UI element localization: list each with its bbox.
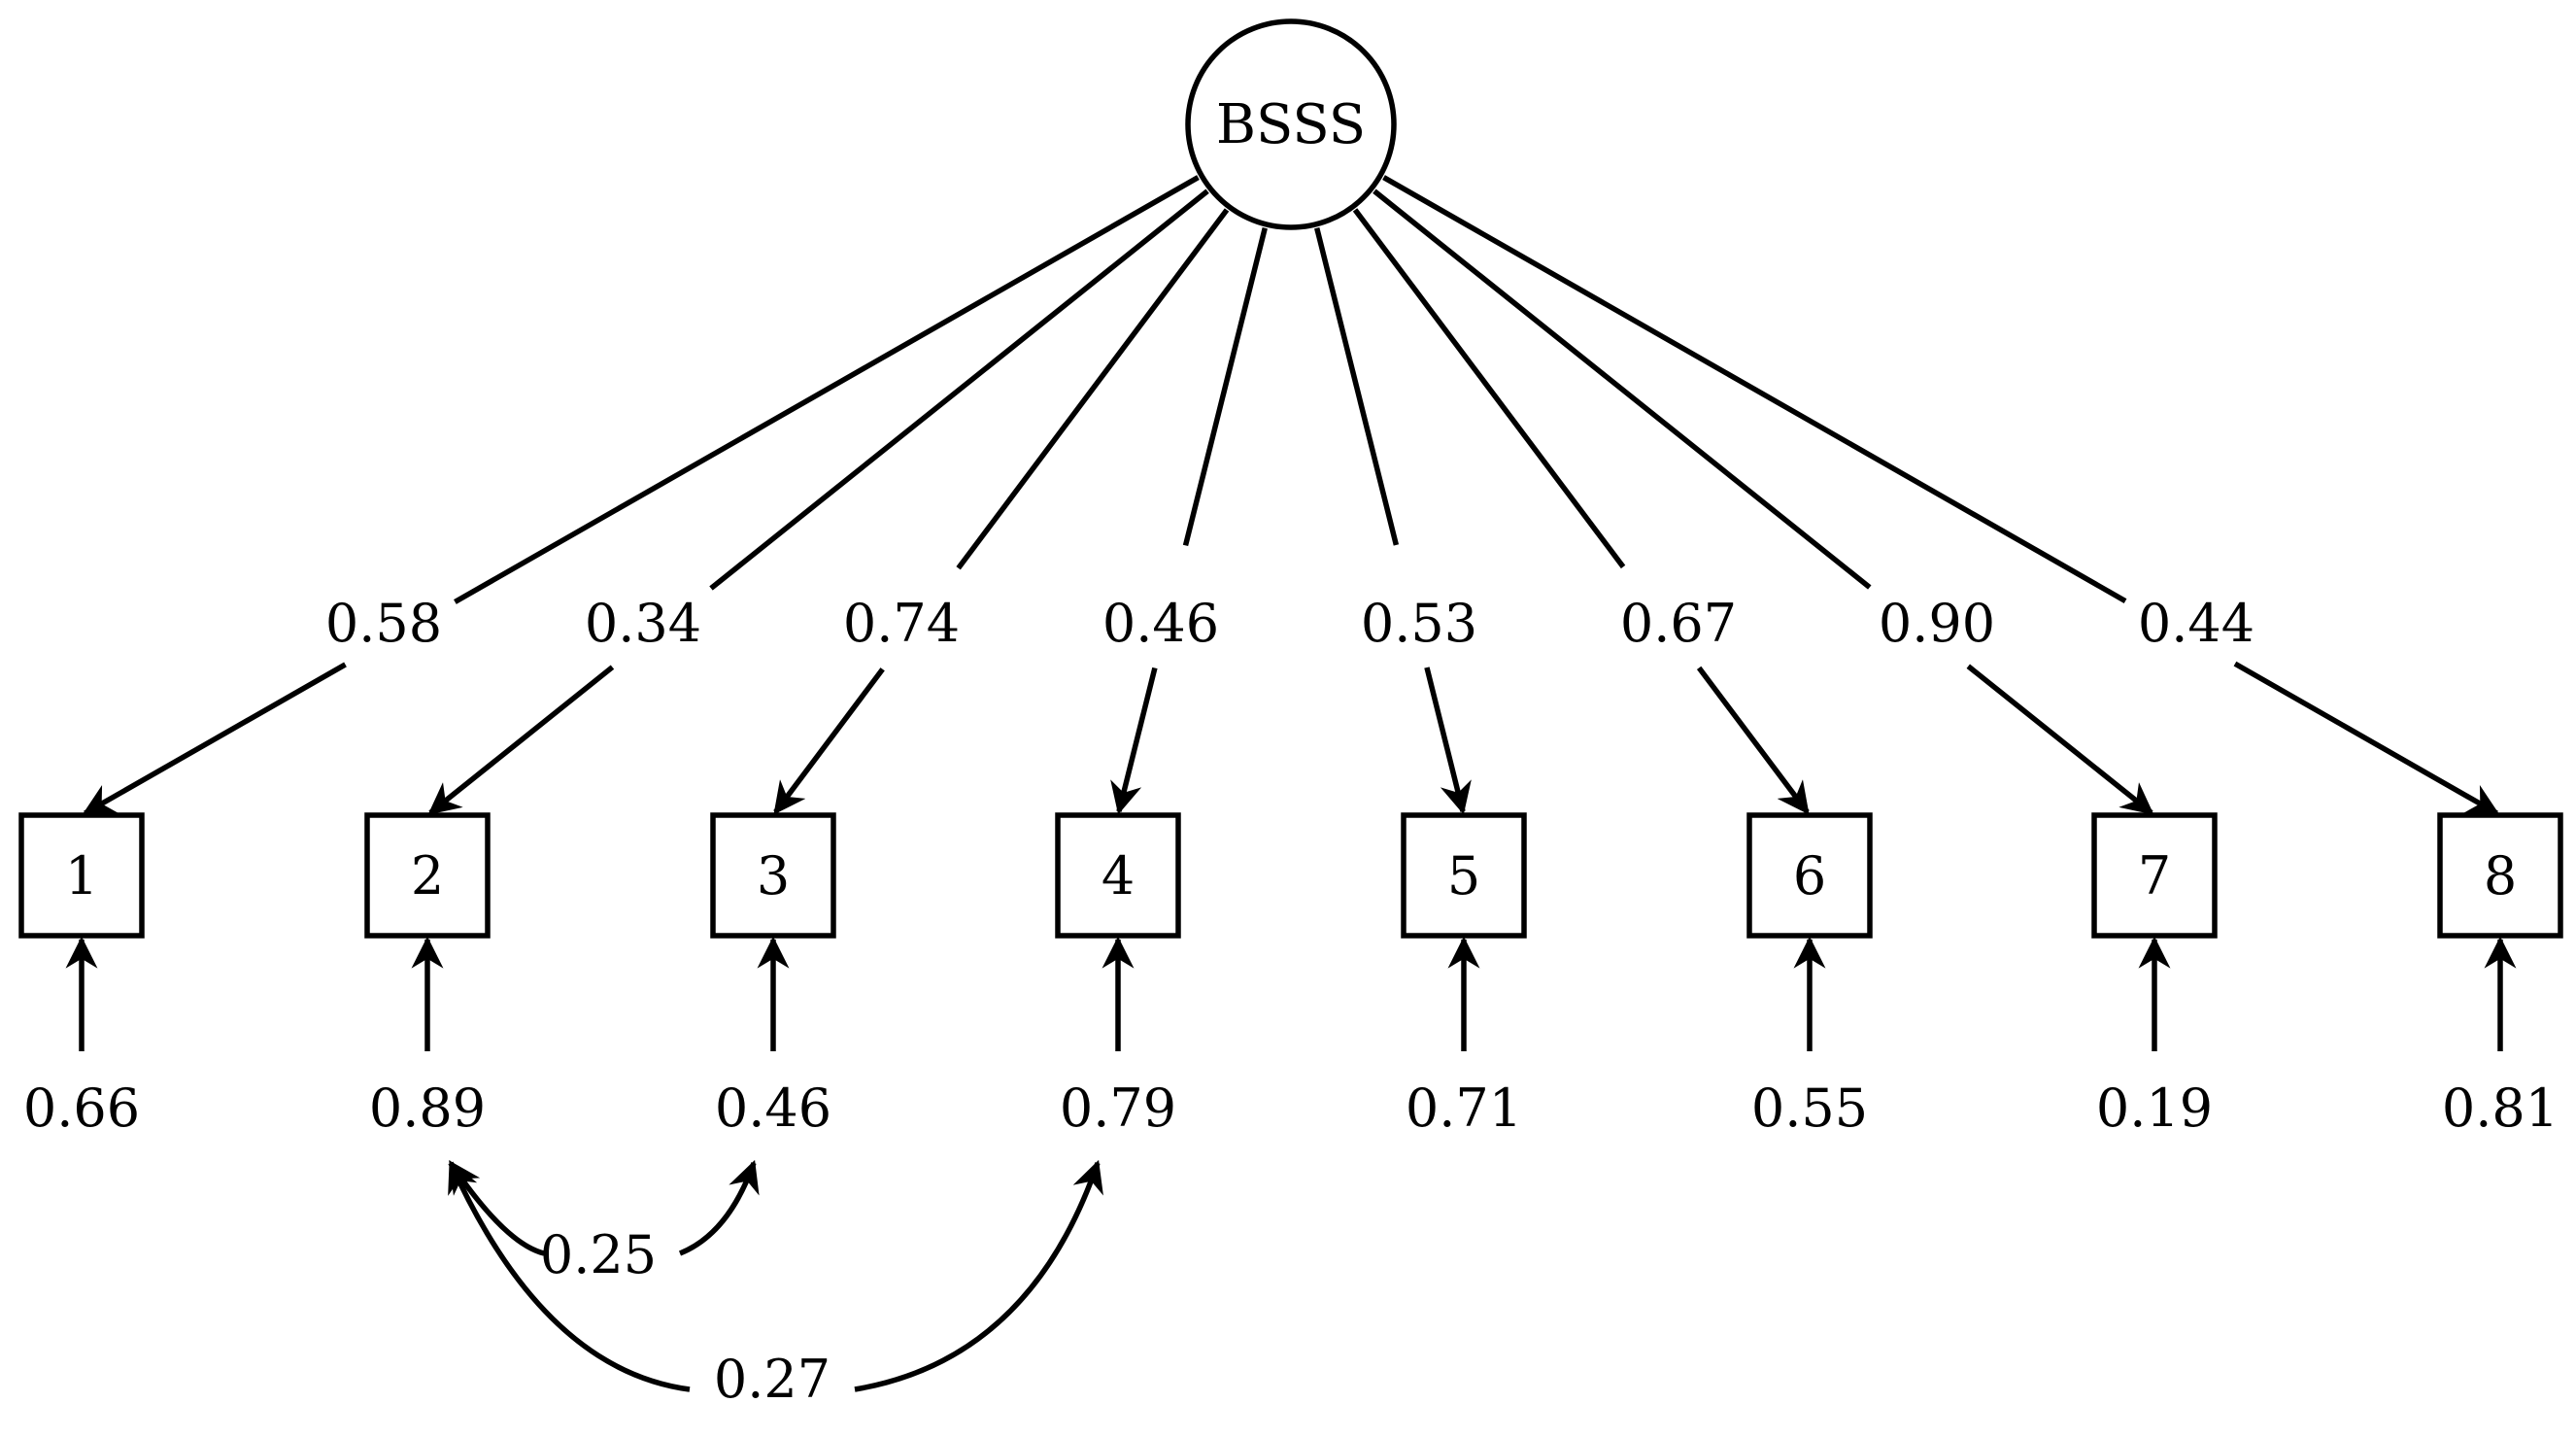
loading-path-2-upper (709, 188, 1209, 591)
indicator-box (364, 812, 491, 939)
error-label-7: 0.19 (2096, 1078, 2213, 1139)
indicator-node-3: 3 (710, 812, 836, 939)
indicator-box (18, 812, 145, 939)
error-label-3: 0.46 (715, 1078, 831, 1139)
loading-label-7: 0.90 (1879, 593, 1995, 654)
error-label-2: 0.89 (369, 1078, 486, 1139)
loading-path-3-upper (956, 208, 1230, 570)
covariance-arc-left (448, 1160, 545, 1256)
indicator-node-6: 6 (1746, 812, 1873, 939)
loading-path-6-arrow (1696, 666, 1810, 815)
indicator-label: 8 (2484, 845, 2517, 907)
loading-path-1-arrow (82, 662, 347, 816)
indicator-node-4: 4 (1055, 812, 1181, 939)
indicator-box (2437, 812, 2563, 939)
covariance-arc-right (678, 1159, 760, 1256)
indicator-node-5: 5 (1401, 812, 1527, 939)
indicator-label: 4 (1102, 845, 1135, 907)
error-label-5: 0.71 (1406, 1078, 1522, 1139)
indicator-label: 3 (757, 845, 790, 907)
covariance-arc-right (854, 1159, 1103, 1392)
loading-label-8: 0.44 (2138, 593, 2254, 654)
indicator-box (1746, 812, 1873, 939)
indicator-node-7: 7 (2091, 812, 2218, 939)
loading-path-7-arrow (1966, 664, 2154, 815)
error-label-8: 0.81 (2442, 1078, 2559, 1139)
latent-factor-label: BSSS (1216, 93, 1366, 156)
loading-path-3-arrow (773, 667, 885, 815)
indicator-label: 5 (1447, 845, 1480, 907)
loading-path-4-upper (1182, 227, 1268, 547)
loading-label-1: 0.58 (325, 593, 442, 654)
latent-factor-circle (1185, 18, 1397, 230)
loading-path-5-arrow (1424, 667, 1472, 815)
error-label-1: 0.66 (23, 1078, 140, 1139)
covariance-arc-left (448, 1159, 691, 1392)
indicator-node-1: 1 (18, 812, 145, 939)
error-label-6: 0.55 (1751, 1078, 1868, 1139)
loading-path-8-arrow (2233, 661, 2500, 816)
indicator-label: 7 (2138, 845, 2171, 907)
indicator-box (710, 812, 836, 939)
indicator-label: 6 (1793, 845, 1826, 907)
indicator-box (2091, 812, 2218, 939)
covariance-2-4: 0.27 (448, 1159, 1103, 1410)
indicator-node-8: 8 (2437, 812, 2563, 939)
loading-label-4: 0.46 (1102, 593, 1219, 654)
covariance-2-3: 0.25 (448, 1159, 760, 1285)
loading-path-6-upper (1352, 208, 1626, 569)
error-label-4: 0.79 (1060, 1078, 1176, 1139)
indicator-label: 2 (411, 845, 444, 907)
loading-label-2: 0.34 (585, 593, 701, 654)
covariance-label: 0.25 (540, 1224, 657, 1285)
loading-label-5: 0.53 (1361, 593, 1477, 654)
indicator-node-2: 2 (364, 812, 491, 939)
loading-path-1-upper (454, 175, 1200, 604)
loading-label-6: 0.67 (1620, 593, 1737, 654)
loading-path-8-upper (1382, 175, 2127, 603)
covariance-label: 0.27 (714, 1349, 830, 1410)
loading-path-2-arrow (427, 665, 615, 815)
indicator-box (1055, 812, 1181, 939)
loading-path-5-upper (1314, 227, 1400, 546)
indicator-label: 1 (65, 845, 98, 907)
latent-factor-node: BSSS (1185, 18, 1397, 230)
loading-path-7-upper (1373, 188, 1872, 590)
indicator-box (1401, 812, 1527, 939)
loading-path-4-arrow (1110, 667, 1158, 815)
loading-label-3: 0.74 (843, 593, 960, 654)
